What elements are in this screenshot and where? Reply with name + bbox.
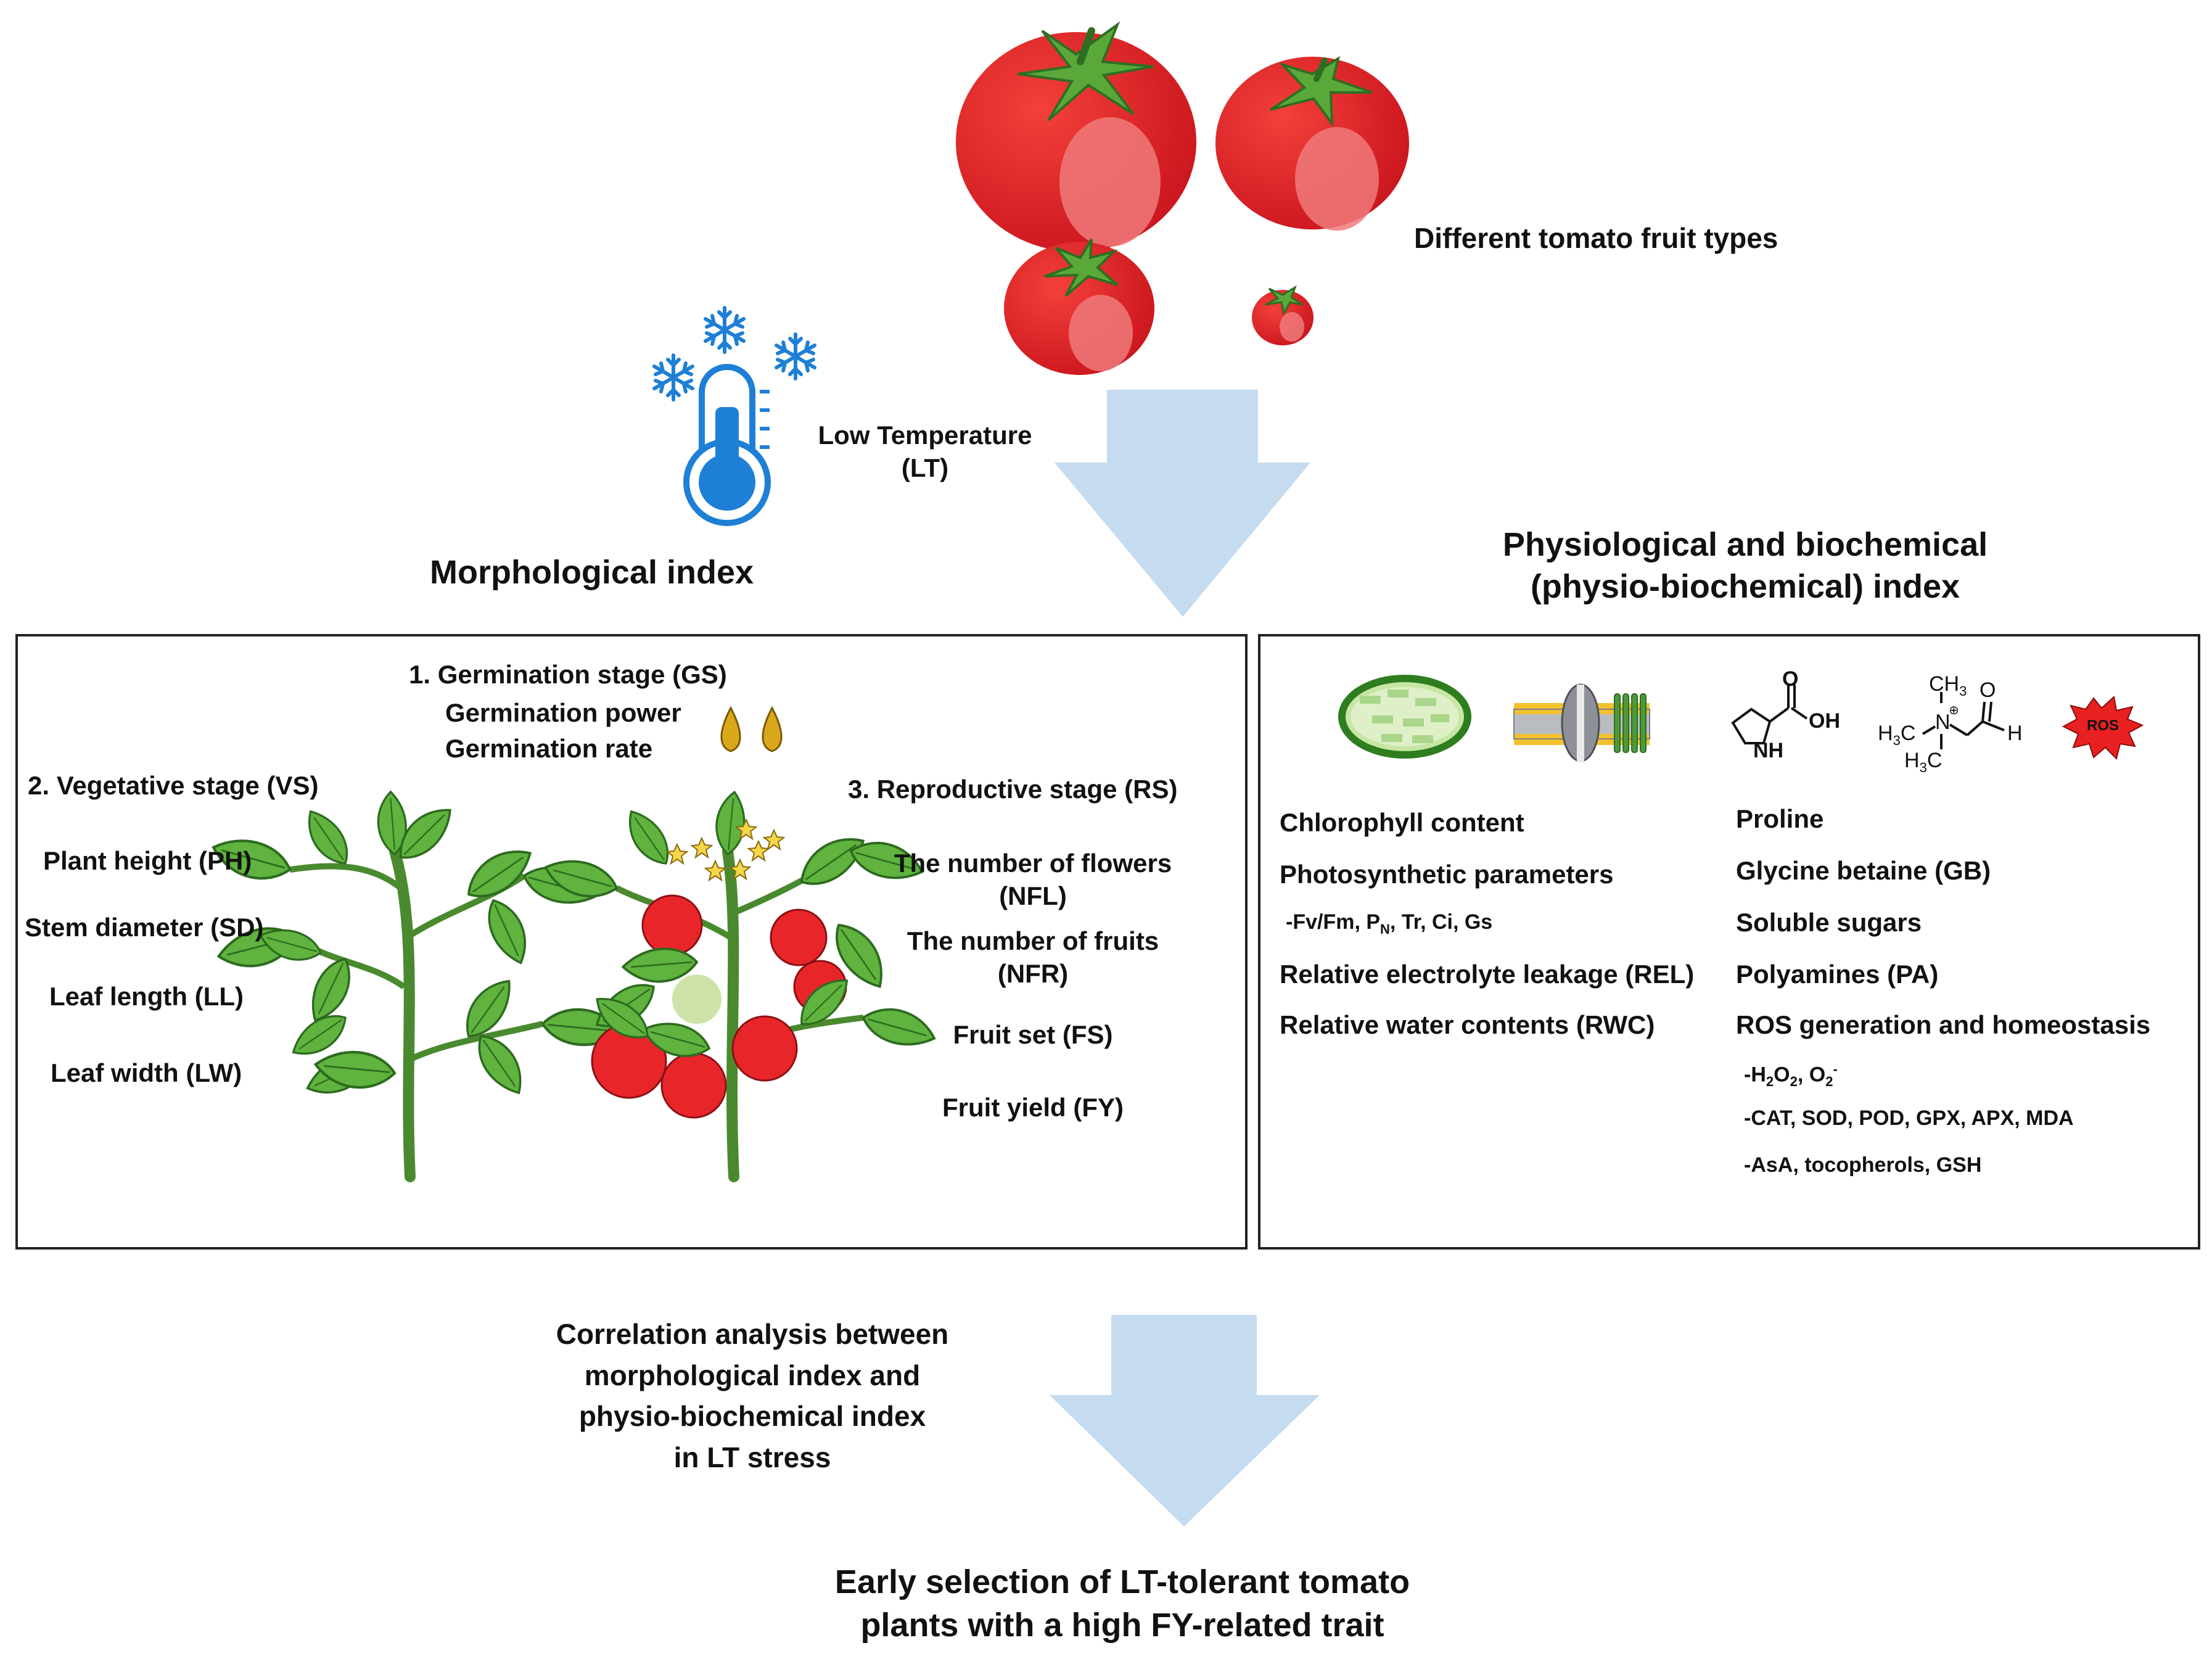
betaine-o: O: [1980, 678, 1996, 702]
betaine-ch3: CH3: [1929, 671, 1967, 699]
chloroplast-icon: [1338, 675, 1471, 759]
ros-species: -H2O2, O2-: [1744, 1061, 1838, 1090]
vegetative-plant-illustration: [208, 791, 624, 1182]
morphological-index-box: [15, 634, 1248, 1250]
snowflake-icon: [654, 355, 693, 400]
reproductive-stage-title: 3. Reproductive stage (RS): [848, 775, 1178, 804]
betaine-plus: ⊕: [1949, 704, 1959, 717]
relative-electrolyte-leakage: Relative electrolyte leakage (REL): [1280, 960, 1695, 989]
seed-icon: [720, 706, 783, 752]
physio-title-line-2: (physio-biochemical) index: [1530, 567, 1960, 605]
arrow-down-bottom: [1050, 1315, 1320, 1526]
o2-label: , O: [1797, 1063, 1826, 1087]
antioxidant-enzymes: -CAT, SOD, POD, GPX, APX, MDA: [1744, 1106, 2074, 1130]
photosynthetic-subitems: -Fv/Fm, PN, Tr, Ci, Gs: [1286, 909, 1492, 937]
morphological-index-title: Morphological index: [430, 554, 754, 591]
selection-line-1: Early selection of LT-tolerant tomato: [834, 1563, 1410, 1600]
leaf-width: Leaf width (LW): [51, 1058, 242, 1087]
number-of-fruits-abbrev: (NFR): [997, 958, 1069, 988]
betaine-h3c-left: H3C: [1878, 722, 1916, 748]
early-selection-text: Early selection of LT-tolerant tomato pl…: [783, 1560, 1462, 1647]
correlation-analysis-text: Correlation analysis between morphologic…: [537, 1314, 968, 1478]
number-of-flowers-label: The number of flowers: [894, 849, 1172, 878]
betaine-h3c-bottom-sub: 3: [1919, 759, 1927, 775]
low-temperature-abbrev: (LT): [901, 453, 949, 482]
plant-height: Plant height (PH): [43, 846, 252, 875]
arrow-down-top: [1055, 390, 1310, 617]
ros-burst-icon: [2062, 696, 2144, 760]
tomato-large-2: [1215, 56, 1409, 231]
h2o2-sub-1: 2: [1766, 1074, 1774, 1090]
number-of-fruits: The number of fruits (NFR): [863, 925, 1203, 990]
germination-power: Germination power: [445, 698, 681, 727]
non-enzymatic-antioxidants: -AsA, tocopherols, GSH: [1744, 1153, 1982, 1177]
photosynthetic-parameters: Photosynthetic parameters: [1280, 860, 1614, 889]
betaine-h3c-left-h: H: [1878, 722, 1893, 745]
low-temperature-label: Low Temperature (LT): [796, 419, 1055, 484]
fvfm-pn-label: -Fv/Fm, P: [1286, 910, 1381, 934]
selection-line-2: plants with a high FY-related trait: [860, 1607, 1384, 1644]
correlation-line-1: Correlation analysis between: [556, 1318, 949, 1350]
o2-sup: -: [1833, 1061, 1838, 1077]
correlation-line-4: in LT stress: [673, 1441, 831, 1474]
ros-generation-homeostasis: ROS generation and homeostasis: [1736, 1010, 2151, 1039]
tomato-medium: [1004, 238, 1154, 375]
proline-oh: OH: [1809, 709, 1840, 733]
tomato-large-1: [956, 21, 1196, 252]
tr-ci-gs-label: , Tr, Ci, Gs: [1389, 910, 1493, 934]
thermometer-icon: [683, 364, 771, 526]
betaine-ch3-text: CH: [1929, 672, 1960, 696]
vegetative-stage-title: 2. Vegetative stage (VS): [28, 771, 319, 800]
o2-sub: 2: [1825, 1074, 1833, 1090]
betaine-ch3-sub: 3: [1959, 683, 1967, 699]
physio-biochemical-index-box: [1258, 634, 2200, 1250]
reproductive-plant-illustration: [539, 789, 941, 1182]
physio-biochemical-index-title: Physiological and biochemical (physio-bi…: [1418, 524, 2072, 607]
h2o2-h: -H: [1744, 1063, 1766, 1087]
number-of-fruits-label: The number of fruits: [907, 926, 1159, 955]
proline-structure: [1731, 685, 1808, 744]
fruit-types-label: Different tomato fruit types: [1414, 222, 1778, 254]
number-of-flowers: The number of flowers (NFL): [863, 847, 1203, 912]
betaine-n: N: [1935, 710, 1951, 734]
cell-membrane-icon: [1513, 683, 1650, 762]
proline: Proline: [1736, 804, 1824, 833]
germination-stage-title: 1. Germination stage (GS): [409, 660, 727, 689]
polyamines: Polyamines (PA): [1736, 960, 1939, 989]
proline-o: O: [1782, 667, 1799, 691]
leaf-length: Leaf length (LL): [49, 982, 244, 1011]
germination-rate: Germination rate: [445, 734, 653, 763]
chlorophyll-content: Chlorophyll content: [1280, 808, 1524, 837]
soluble-sugars: Soluble sugars: [1736, 908, 1922, 937]
snowflake-icon: [705, 308, 744, 352]
correlation-line-3: physio-biochemical index: [578, 1400, 926, 1433]
fruit-set: Fruit set (FS): [953, 1020, 1113, 1049]
low-temperature-line: Low Temperature: [818, 421, 1032, 450]
betaine-h: H: [2007, 722, 2023, 745]
physio-title-line-1: Physiological and biochemical: [1502, 526, 1988, 563]
fruit-yield: Fruit yield (FY): [942, 1093, 1124, 1122]
glycine-betaine-structure: [1922, 692, 2005, 749]
stem-diameter: Stem diameter (SD): [25, 913, 264, 942]
betaine-h3c-bottom: H3C: [1904, 749, 1943, 775]
tomato-cherry: [1252, 285, 1314, 345]
pn-subscript: N: [1380, 921, 1390, 937]
relative-water-contents: Relative water contents (RWC): [1280, 1010, 1655, 1039]
betaine-h3c-bottom-h: H: [1904, 749, 1920, 772]
h2o2-sub-2: 2: [1790, 1074, 1798, 1090]
glycine-betaine: Glycine betaine (GB): [1736, 856, 1991, 885]
correlation-line-2: morphological index and: [584, 1359, 921, 1391]
h2o2-o: O: [1774, 1063, 1790, 1087]
proline-nh: NH: [1753, 739, 1784, 762]
betaine-h3c-left-sub: 3: [1893, 732, 1901, 748]
number-of-flowers-abbrev: (NFL): [999, 881, 1067, 910]
ros-badge-label: ROS: [2087, 717, 2119, 734]
snowflake-icon: [776, 334, 815, 379]
